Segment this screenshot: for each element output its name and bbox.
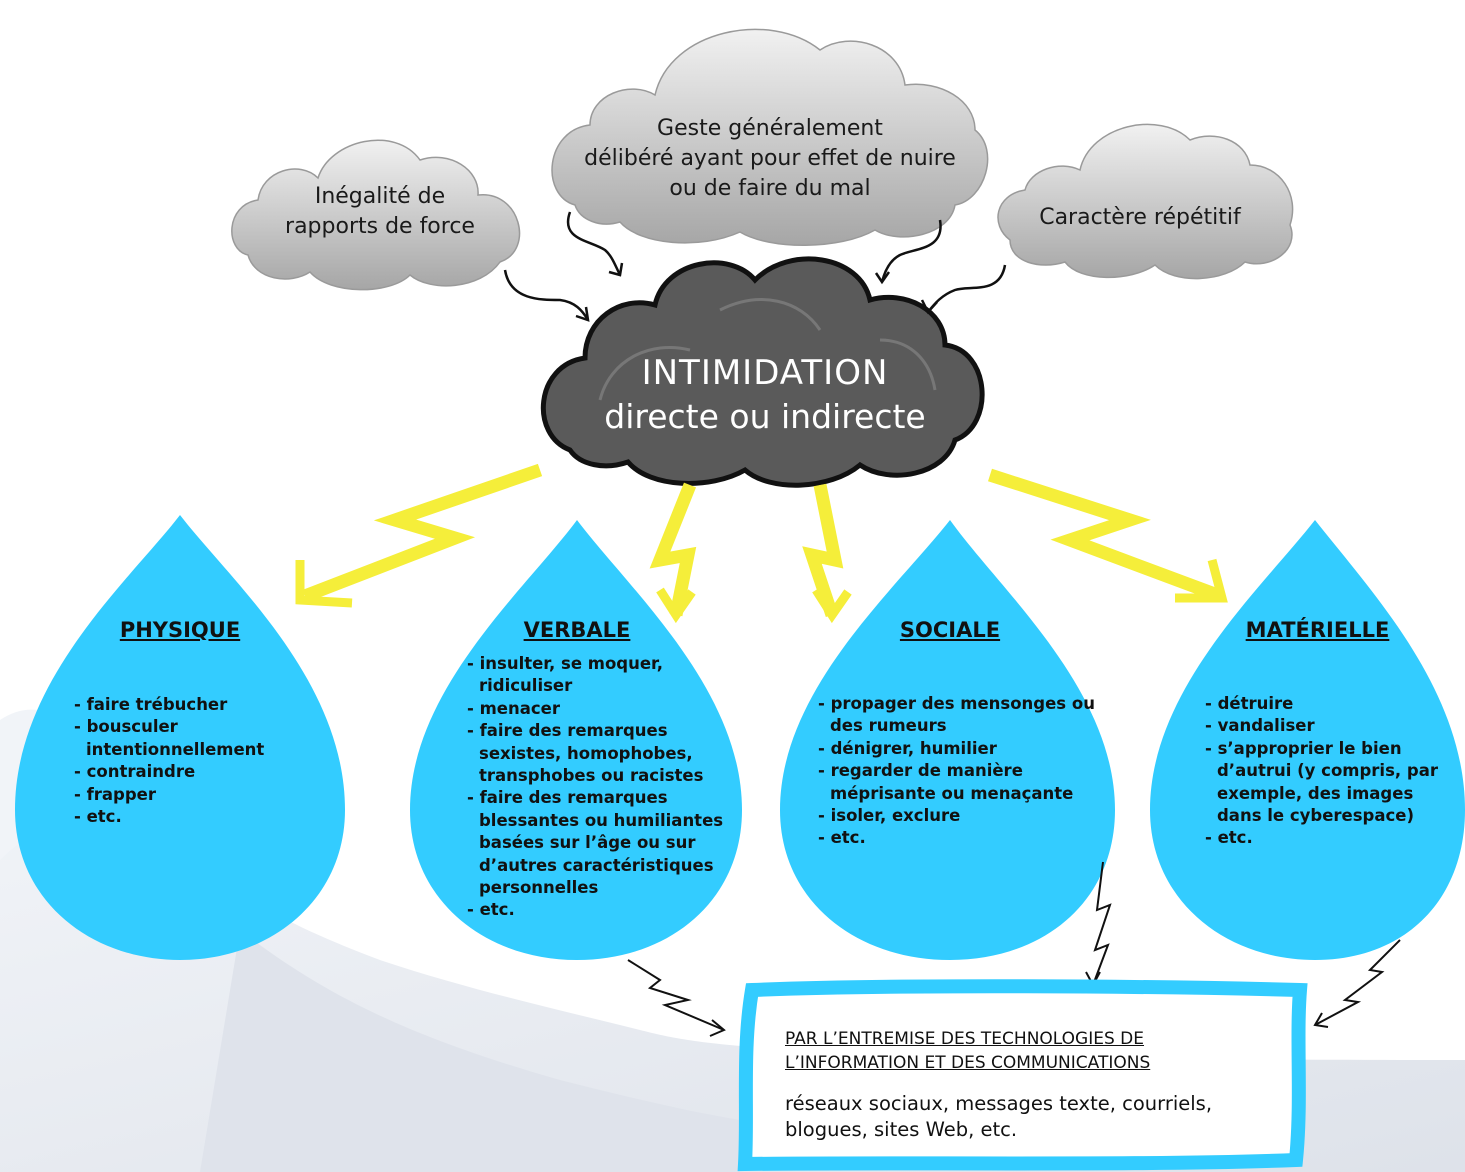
drop-verbale-title: VERBALE xyxy=(523,618,631,642)
tic-box-shape xyxy=(737,979,1308,1172)
arrow-left-cloud xyxy=(503,269,590,321)
list-item: etc. xyxy=(74,806,284,828)
cloud-left-line: Inégalité de xyxy=(314,184,446,209)
arrow-heads-top xyxy=(575,262,938,322)
bolt-physique xyxy=(302,463,543,603)
list-item: isoler, exclure xyxy=(818,805,1098,827)
main-title: INTIMIDATION directe ou indirecte xyxy=(565,351,965,439)
tic-desc-line2: blogues, sites Web, etc. xyxy=(785,1118,1018,1141)
drop-sociale-list: propager des mensonges ou des rumeurs dé… xyxy=(818,693,1098,850)
arrow-verbale-tic xyxy=(627,959,725,1031)
cloud-left-text: Inégalité de rapports de force xyxy=(250,182,510,242)
cloud-right-line: Caractère répétitif xyxy=(1039,205,1241,230)
drop-verbale-list: insulter, se moquer, ridiculiser menacer… xyxy=(467,653,735,922)
list-item: faire des remarques sexistes, homophobes… xyxy=(467,720,735,787)
cloud-right-text: Caractère répétitif xyxy=(1010,203,1270,233)
tic-title-line1: PAR L’ENTREMISE DES TECHNOLOGIES DE xyxy=(785,1029,1145,1049)
list-item: bousculer intentionnellement xyxy=(74,716,284,761)
main-title-line2: directe ou indirecte xyxy=(604,397,926,436)
cloud-left-shape xyxy=(231,139,521,291)
tic-box: PAR L’ENTREMISE DES TECHNOLOGIES DE L’IN… xyxy=(785,1027,1275,1143)
drop-materielle-title: MATÉRIELLE xyxy=(1245,618,1390,642)
list-item: etc. xyxy=(818,827,1098,849)
cloud-center-text: Geste généralement délibéré ayant pour e… xyxy=(550,114,990,204)
list-item: contraindre xyxy=(74,761,284,783)
arrow-materielle-tic xyxy=(1314,939,1401,1026)
list-item: regarder de manière méprisante ou menaça… xyxy=(818,760,1098,805)
list-item: faire trébucher xyxy=(74,694,284,716)
list-item: détruire xyxy=(1205,693,1463,715)
list-item: frapper xyxy=(74,784,284,806)
main-title-line1: INTIMIDATION xyxy=(641,353,889,393)
list-item: etc. xyxy=(467,899,735,921)
list-item: insulter, se moquer, ridiculiser xyxy=(467,653,735,698)
lightning-bolts xyxy=(302,463,1223,618)
cloud-center-shape xyxy=(551,28,989,246)
cloud-right-shape xyxy=(997,123,1294,280)
list-item: dénigrer, humilier xyxy=(818,738,1098,760)
bolt-verbale xyxy=(649,482,697,617)
list-item: propager des mensonges ou des rumeurs xyxy=(818,693,1098,738)
arrow-center-left xyxy=(566,211,622,276)
bolt-heads xyxy=(295,558,1228,624)
list-item: s’approprier le bien d’autrui (y compris… xyxy=(1205,738,1463,828)
cloud-left-line: rapports de force xyxy=(285,214,475,239)
drop-physique-title: PHYSIQUE xyxy=(119,618,241,642)
arrow-right-cloud xyxy=(927,264,1007,313)
cloud-center-line: Geste généralement xyxy=(657,116,883,141)
tic-title-line2: L’INFORMATION ET DES COMMUNICATIONS xyxy=(785,1053,1151,1073)
bolt-sociale xyxy=(802,483,844,618)
list-item: etc. xyxy=(1205,827,1463,849)
list-item: faire des remarques blessantes ou humili… xyxy=(467,787,735,899)
cloud-center-line: ou de faire du mal xyxy=(669,176,871,201)
tic-desc-line1: réseaux sociaux, messages texte, courrie… xyxy=(785,1092,1213,1115)
arrow-center-right xyxy=(880,219,942,283)
output-arrows xyxy=(627,861,1401,1037)
list-item: vandaliser xyxy=(1205,715,1463,737)
drop-sociale-title: SOCIALE xyxy=(899,618,1001,642)
arrow-sociale-tic xyxy=(1092,861,1112,986)
drop-physique-list: faire trébucher bousculer intentionnelle… xyxy=(74,694,284,828)
cloud-center-line: délibéré ayant pour effet de nuire xyxy=(584,146,956,171)
bolt-materielle xyxy=(988,468,1223,603)
list-item: menacer xyxy=(467,698,735,720)
main-cloud-shape xyxy=(540,256,985,488)
drop-materielle-list: détruire vandaliser s’approprier le bien… xyxy=(1205,693,1463,850)
